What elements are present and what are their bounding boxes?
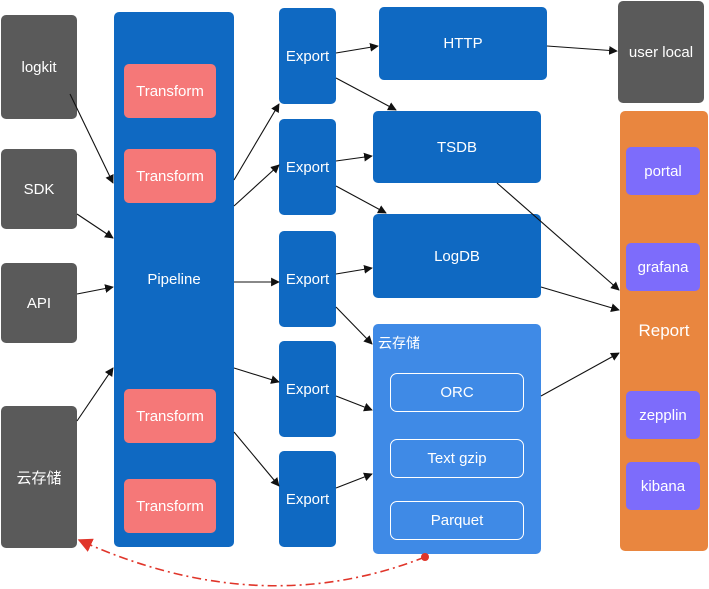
pipeline-label: Pipeline [147,271,201,288]
format-text-gzip-label: Text gzip [427,450,487,467]
transform-3: Transform [124,389,216,443]
transform-label: Transform [136,82,204,100]
export-label: Export [285,490,330,508]
report-portal-label: portal [644,162,682,180]
report-kibana: kibana [626,462,700,510]
source-api: API [1,263,77,343]
source-sdk: SDK [1,149,77,229]
target-user-local-label: user local [628,43,694,61]
source-sdk-label: SDK [23,180,55,198]
target-logdb: LogDB [373,214,541,298]
arrow-pipeline-export2 [233,164,280,207]
format-text-gzip: Text gzip [390,439,524,478]
format-orc-label: ORC [440,384,474,401]
arrow-cloud-pipeline [76,367,114,422]
format-parquet-label: Parquet [430,512,484,529]
source-logkit: logkit [1,15,77,119]
export-label: Export [285,47,330,65]
arrow-export2-tsdb [335,152,373,162]
report-zepplin: zepplin [626,391,700,439]
arrow-api-pipeline [76,284,114,295]
arrow-export1-http [335,42,379,54]
export-3: Export [279,231,336,327]
transform-label: Transform [136,167,204,185]
format-parquet: Parquet [390,501,524,540]
target-logdb-label: LogDB [434,247,480,265]
feedback-arrow-origin [421,553,429,561]
format-orc: ORC [390,373,524,412]
target-tsdb-label: TSDB [436,138,477,156]
report-grafana-label: grafana [637,258,689,276]
export-label: Export [285,380,330,398]
report-kibana-label: kibana [640,477,686,495]
transform-2: Transform [124,149,216,203]
cloud-storage-title: 云存储 [378,335,420,351]
target-tsdb: TSDB [373,111,541,183]
arrow-export4-cloud [335,395,373,412]
export-2: Export [279,119,336,215]
arrow-export3-cloud [335,306,373,345]
transform-label: Transform [136,497,204,515]
target-http-label: HTTP [443,35,483,52]
arrow-export1-tsdb [335,77,397,111]
source-api-label: API [26,294,52,312]
source-cloud-label: 云存储 [16,469,62,487]
export-4: Export [279,341,336,437]
arrow-export5-cloud [335,472,373,489]
transform-label: Transform [136,407,204,425]
report-grafana: grafana [626,243,700,291]
export-1: Export [279,8,336,104]
arrow-http-userlocal [546,45,618,55]
report-zepplin-label: zepplin [639,406,687,424]
export-label: Export [285,158,330,176]
transform-4: Transform [124,479,216,533]
arrow-sdk-pipeline [76,213,114,239]
export-5: Export [279,451,336,547]
arrow-cloud-report [540,352,620,397]
arrow-logdb-report [540,286,620,312]
source-logkit-label: logkit [21,58,57,76]
target-user-local: user local [618,1,704,103]
transform-1: Transform [124,64,216,118]
arrow-export3-logdb [335,264,373,275]
arrow-pipeline-export4 [233,367,280,384]
report-portal: portal [626,147,700,195]
report-label: Report [638,321,690,340]
arrow-pipeline-export1 [233,103,280,181]
arrow-pipeline-export5 [233,431,280,487]
arrow-export2-logdb [335,185,387,214]
source-cloud-storage: 云存储 [1,406,77,548]
target-http: HTTP [379,7,547,80]
export-label: Export [285,270,330,288]
